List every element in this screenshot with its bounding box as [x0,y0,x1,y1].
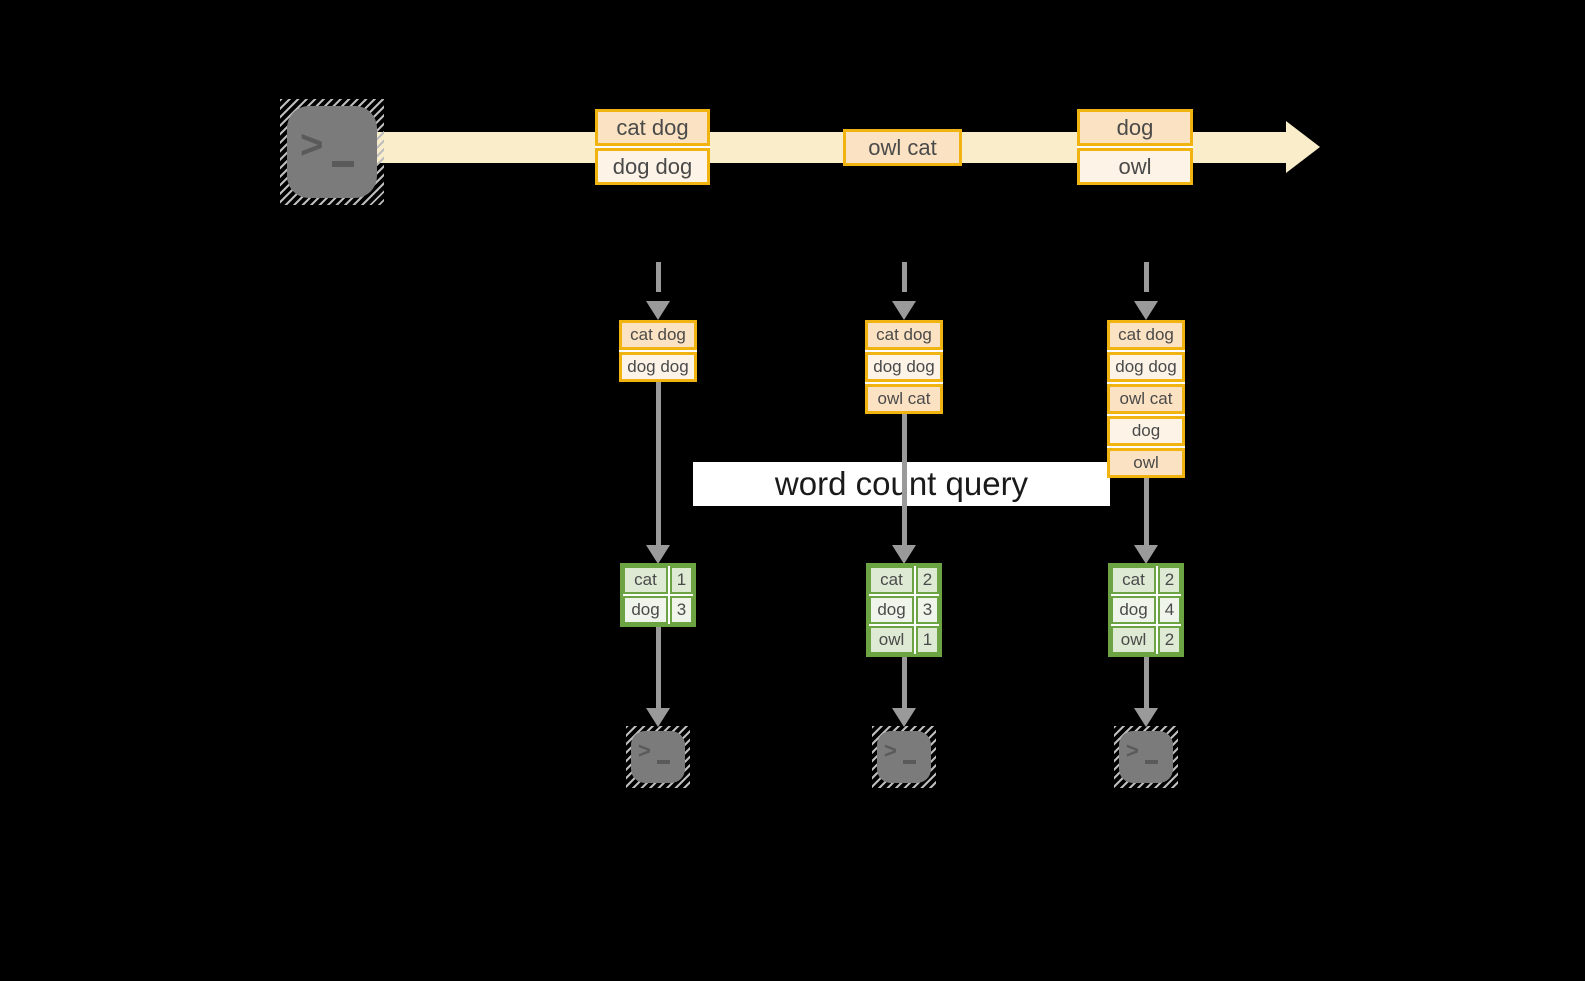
count-table: cat 2 dog 4 owl 2 [1108,563,1184,657]
event-line: owl [1077,148,1193,185]
stream-event-box: owl cat [843,129,962,166]
dashed-arrow [656,262,661,292]
down-arrow [902,412,907,545]
terminal-screen [631,731,685,783]
arrowhead-icon [892,301,916,320]
terminal-prompt-icon: > [300,123,324,167]
sink-terminal-icon: > [626,726,690,788]
buffer-row: dog dog [865,352,943,382]
count-cell: 2 [1158,626,1181,654]
event-line: dog dog [595,148,710,185]
word-cell: owl [1111,626,1156,654]
word-cell: cat [1111,566,1156,594]
buffer-row: dog dog [619,352,697,382]
buffer-row: owl cat [865,384,943,414]
source-terminal-icon: > [280,99,384,205]
terminal-prompt-icon: > [1126,738,1139,763]
word-cell: dog [623,596,668,624]
terminal-cursor-icon [332,161,354,167]
buffer-row: cat dog [619,320,697,350]
word-cell: dog [869,596,914,624]
buffer-stack: cat dog dog dog owl cat [865,320,943,414]
terminal-cursor-icon [657,760,670,764]
buffer-row: cat dog [1107,320,1185,350]
buffer-row: owl cat [1107,384,1185,414]
terminal-prompt-icon: > [884,738,897,763]
terminal-cursor-icon [1145,760,1158,764]
down-arrow [1144,476,1149,545]
stream-event-box: dog owl [1077,109,1193,185]
event-line: owl cat [843,129,962,166]
arrowhead-icon [1134,708,1158,727]
word-count-query-label: word count query [693,462,1110,506]
arrowhead-icon [1134,301,1158,320]
buffer-stack: cat dog dog dog [619,320,697,382]
down-arrow [902,657,907,708]
terminal-cursor-icon [903,760,916,764]
down-arrow [656,380,661,545]
word-cell: owl [869,626,914,654]
terminal-prompt-icon: > [638,738,651,763]
event-line: dog [1077,109,1193,146]
count-table: cat 2 dog 3 owl 1 [866,563,942,657]
buffer-row: cat dog [865,320,943,350]
count-cell: 3 [670,596,693,624]
word-cell: cat [623,566,668,594]
buffer-stack: cat dog dog dog owl cat dog owl [1107,320,1185,478]
arrowhead-icon [1134,545,1158,564]
down-arrow [1144,657,1149,708]
terminal-screen [287,106,377,198]
stream-arrowhead-icon [1286,121,1320,173]
count-cell: 2 [916,566,939,594]
word-cell: cat [869,566,914,594]
count-table: cat 1 dog 3 [620,563,696,627]
count-cell: 3 [916,596,939,624]
count-cell: 1 [670,566,693,594]
arrowhead-icon [646,301,670,320]
buffer-row: dog [1107,416,1185,446]
dashed-arrow [1144,262,1149,292]
arrowhead-icon [892,545,916,564]
count-cell: 1 [916,626,939,654]
sink-terminal-icon: > [1114,726,1178,788]
terminal-screen [877,731,931,783]
terminal-screen [1119,731,1173,783]
word-cell: dog [1111,596,1156,624]
buffer-row: owl [1107,448,1185,478]
arrowhead-icon [646,708,670,727]
count-cell: 4 [1158,596,1181,624]
stream-event-box: cat dog dog dog [595,109,710,185]
event-line: cat dog [595,109,710,146]
sink-terminal-icon: > [872,726,936,788]
arrowhead-icon [646,545,670,564]
buffer-row: dog dog [1107,352,1185,382]
dashed-arrow [902,262,907,292]
down-arrow [656,627,661,708]
count-cell: 2 [1158,566,1181,594]
arrowhead-icon [892,708,916,727]
